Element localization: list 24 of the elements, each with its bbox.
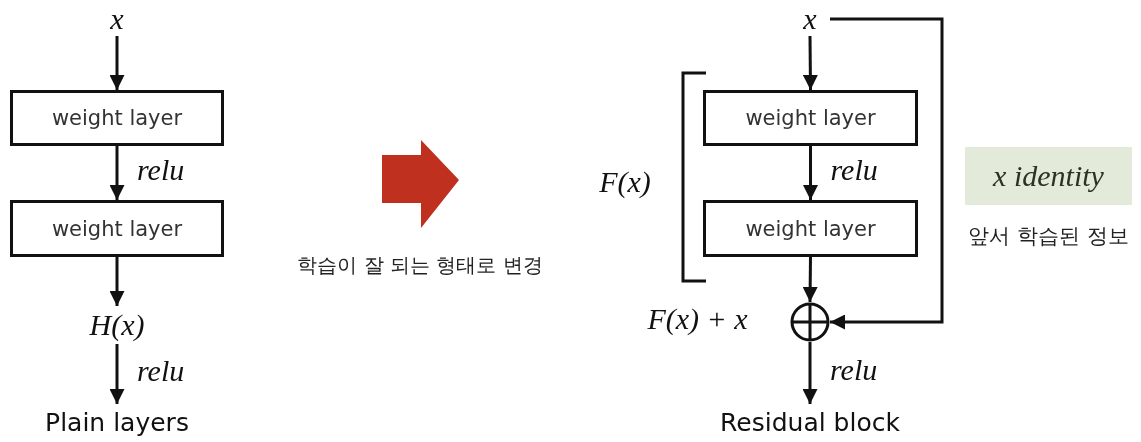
arrow (830, 17, 944, 330)
math-label: F(x) + x (646, 302, 749, 336)
layer-box: weight layer (10, 90, 224, 146)
caption-text: 학습이 잘 되는 형태로 변경 (296, 252, 544, 279)
layer-box: weight layer (10, 200, 224, 257)
caption-text: 앞서 학습된 정보 (967, 223, 1130, 250)
arrow (109, 344, 125, 404)
arrow (802, 257, 818, 302)
sum-circle (790, 302, 830, 342)
arrow (802, 36, 818, 90)
layer-box: weight layer (703, 200, 918, 257)
math-label: F(x) (598, 165, 652, 199)
caption-text: Plain layers (20, 404, 214, 440)
input-label: x (790, 2, 830, 36)
identity-tag: x identity (965, 147, 1132, 205)
layer-box: weight layer (703, 90, 918, 146)
output-label: H(x) (77, 306, 157, 344)
arrow (802, 342, 818, 404)
arrow (109, 146, 125, 200)
arrow (803, 146, 818, 200)
arrow (109, 257, 125, 306)
arrow (109, 36, 125, 90)
caption-text: Residual block (700, 404, 920, 440)
input-label: x (97, 2, 137, 36)
